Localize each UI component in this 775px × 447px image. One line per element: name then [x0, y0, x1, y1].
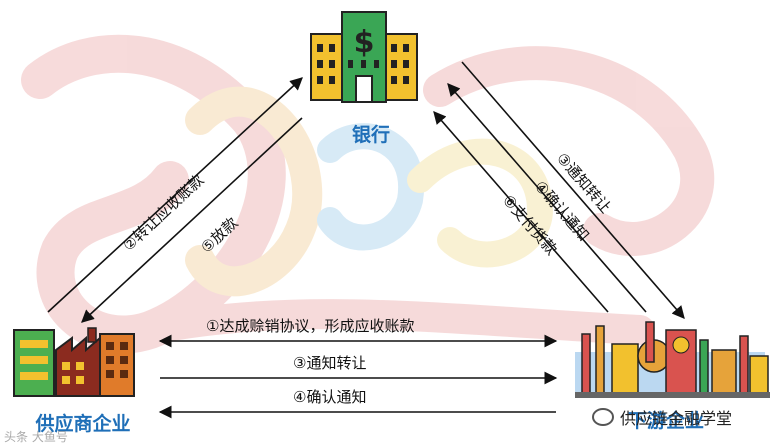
- edge-label-confirm-notice-bottom: ④确认通知: [293, 386, 366, 407]
- downstream-factory-icon: [575, 322, 770, 398]
- edge-label-agreement: ①达成赊销协议，形成应收账款: [206, 315, 414, 336]
- wechat-icon: [592, 408, 614, 426]
- edge-label-notify-transfer-bottom: ③通知转让: [293, 352, 366, 373]
- watermark-text: 供应链金融学堂: [620, 405, 732, 429]
- bank-building-icon: $: [311, 12, 417, 102]
- corner-watermark: 头条 大鱼号: [4, 428, 68, 445]
- svg-text:$: $: [354, 25, 375, 60]
- bank-label: 银行: [336, 120, 406, 147]
- watermark: 供应链金融学堂: [592, 404, 772, 430]
